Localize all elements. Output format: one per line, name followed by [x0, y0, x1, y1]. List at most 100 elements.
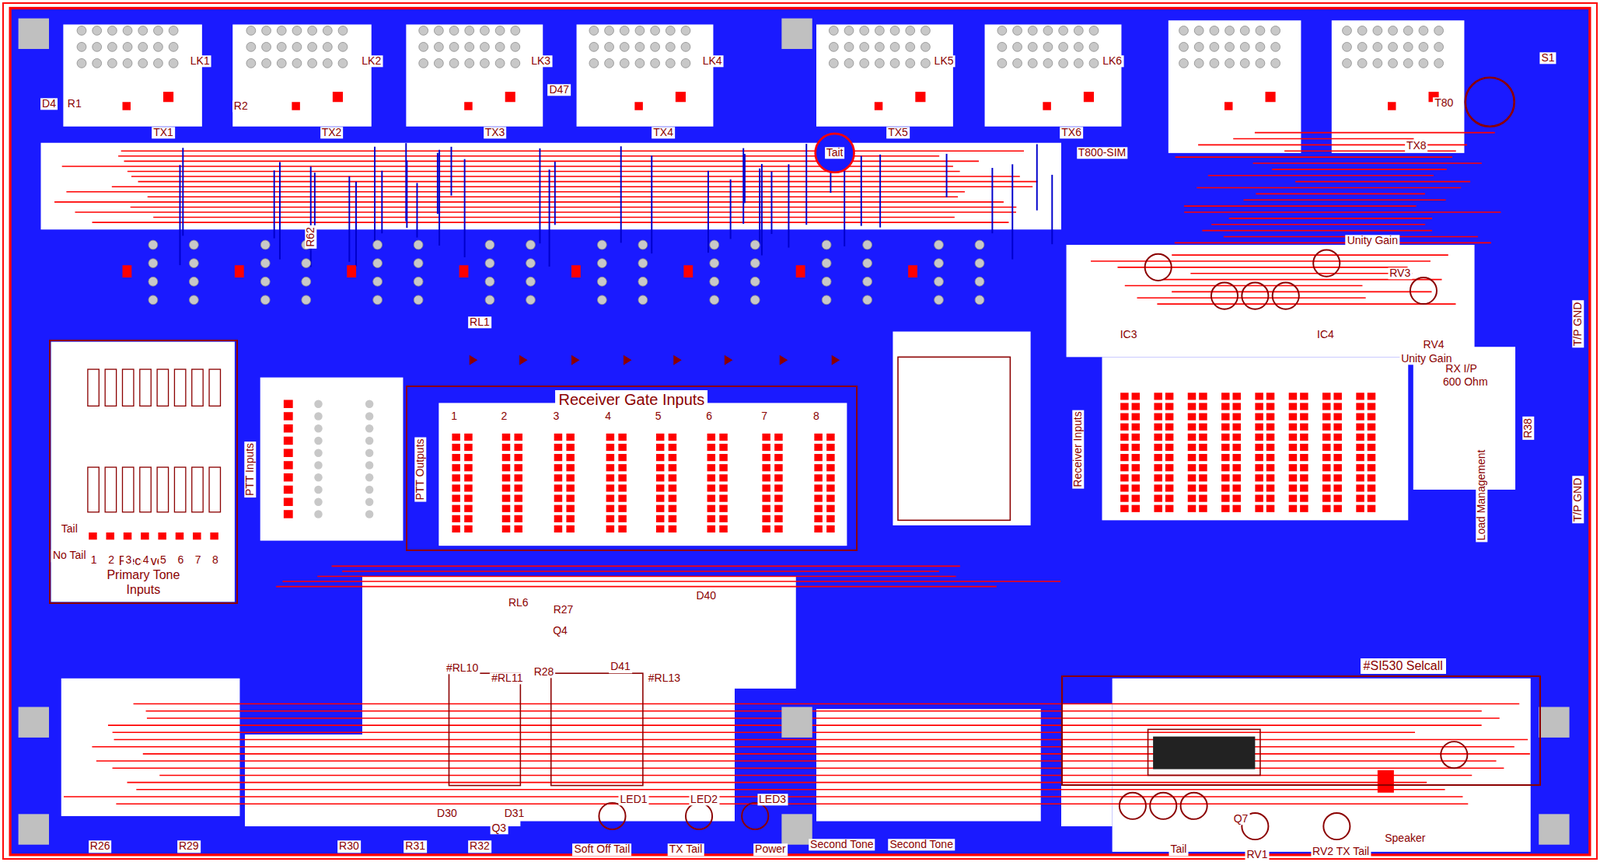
header-pad — [1266, 474, 1276, 482]
component-pad — [1225, 41, 1235, 52]
resistor-symbol — [104, 369, 116, 406]
copper-trace — [143, 753, 1531, 755]
header-pad — [1233, 402, 1242, 410]
component-pad — [1388, 58, 1398, 68]
header-pad — [1289, 423, 1298, 431]
component-pad — [828, 41, 839, 52]
silkscreen-label: S1 — [1540, 52, 1557, 64]
component-pad — [449, 25, 459, 35]
component-pad — [1403, 58, 1413, 68]
header-pad — [1254, 413, 1264, 421]
component-pad — [828, 25, 839, 35]
component-pad — [665, 41, 675, 52]
header-pad — [1120, 474, 1129, 482]
header-pad — [813, 474, 823, 482]
component-pad — [997, 41, 1007, 52]
header-pad — [1333, 402, 1342, 410]
header-pad — [1221, 495, 1230, 503]
header-pad — [1187, 402, 1197, 410]
header-pad — [1165, 423, 1174, 431]
copper-trace — [282, 580, 1061, 583]
copper-pour — [10, 7, 1590, 855]
capacitor-outline — [1410, 277, 1437, 304]
bottom-trace — [178, 164, 181, 266]
header-pad — [451, 454, 461, 462]
cutout — [51, 342, 235, 603]
header-pad — [1165, 505, 1174, 513]
component-pad — [338, 41, 348, 52]
component-pad — [1073, 25, 1083, 35]
mounting-hole — [18, 707, 49, 738]
component-pad — [262, 25, 272, 35]
header-pad — [554, 464, 563, 472]
header-pad — [1355, 402, 1365, 410]
silkscreen-label: 2 — [106, 554, 116, 566]
component-pad — [1255, 41, 1265, 52]
header-pad — [554, 443, 563, 451]
header-pad — [502, 433, 511, 441]
cutout — [260, 377, 404, 542]
diode-symbol — [724, 355, 734, 366]
header-pad — [1355, 495, 1365, 503]
copper-trace — [317, 576, 956, 578]
copper-trace — [1211, 223, 1426, 226]
header-pad — [1131, 484, 1141, 492]
silkscreen-label: 7 — [759, 410, 769, 423]
silkscreen-label: 1 — [89, 554, 99, 566]
header-pad — [1289, 392, 1298, 400]
component-pad — [168, 41, 179, 52]
header-pad — [1131, 433, 1141, 441]
component-pad — [1027, 25, 1038, 35]
header-pad — [283, 461, 294, 469]
header-pad — [464, 443, 473, 451]
relay-outline — [1148, 729, 1261, 776]
header-pad — [502, 443, 511, 451]
header-pad — [502, 495, 511, 503]
silkscreen-label: Tail — [1168, 844, 1188, 856]
copper-trace — [1124, 285, 1363, 287]
component-pad — [665, 25, 675, 35]
bottom-trace — [310, 166, 312, 267]
component-pad — [921, 25, 931, 35]
copper-trace — [1190, 272, 1412, 275]
silkscreen-label: D40 — [694, 590, 718, 602]
diode-symbol — [623, 355, 633, 366]
header-pad — [656, 474, 665, 482]
header-pad — [1355, 505, 1365, 513]
header-pad — [1299, 423, 1309, 431]
header-pad — [1221, 392, 1230, 400]
component-pad — [589, 58, 599, 68]
header-pad — [606, 474, 615, 482]
resistor-symbol — [122, 467, 134, 513]
copper-trace — [1254, 132, 1496, 134]
component-pad — [1434, 58, 1444, 68]
resistor-symbol — [192, 467, 203, 513]
header-pad — [1120, 484, 1129, 492]
capacitor-outline — [1323, 813, 1350, 840]
silkscreen-label: RV3 — [1387, 267, 1412, 280]
bottom-trace — [707, 171, 710, 253]
relay-pad — [188, 276, 199, 287]
component-pad — [292, 41, 302, 52]
header-pad — [192, 532, 202, 540]
resistor-symbol — [87, 369, 99, 406]
header-pad — [1187, 433, 1197, 441]
component-pad — [92, 25, 102, 35]
component-pad — [890, 41, 900, 52]
header-pad — [502, 515, 511, 523]
header-pad — [1254, 402, 1264, 410]
smd-pad — [874, 101, 884, 110]
component-pad — [681, 41, 691, 52]
header-pad — [1153, 443, 1163, 451]
header-pad — [1289, 413, 1298, 421]
component-pad — [168, 58, 179, 68]
silkscreen-label: TX5 — [886, 126, 910, 139]
cutout — [232, 24, 372, 126]
copper-trace — [130, 206, 1017, 209]
bottom-trace — [548, 169, 551, 267]
bottom-trace — [355, 181, 357, 267]
header-pad — [1367, 495, 1377, 503]
header-pad — [1355, 433, 1365, 441]
header-pad — [1322, 392, 1332, 400]
